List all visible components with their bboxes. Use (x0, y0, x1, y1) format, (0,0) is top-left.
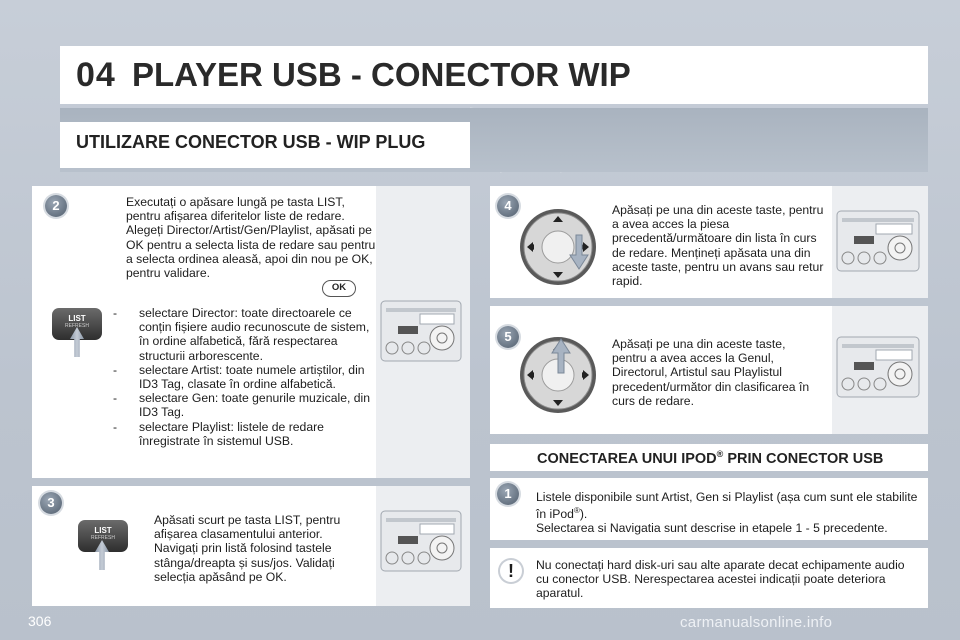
step-2-text: Executați o apăsare lungă pe tasta LIST,… (126, 195, 376, 281)
ipod-text: Listele disponibile sunt Artist, Gen si … (536, 490, 918, 536)
ipod-section-header (490, 444, 928, 471)
radio-unit-icon (380, 510, 462, 572)
watermark: carmanualsonline.info (680, 614, 833, 631)
navigation-pad-icon (520, 337, 596, 413)
page-number: 306 (28, 613, 52, 629)
list-item: -selectare Playlist: listele de redare î… (113, 419, 324, 448)
warning-text: Nu conectați hard disk-uri sau alte apar… (536, 558, 905, 601)
page-title: PLAYER USB - CONECTOR WIP (132, 56, 631, 93)
subtitle-highlight (60, 122, 470, 168)
step-5-text: Apăsați pe una din aceste taste, pentru … (612, 337, 810, 408)
panel-warning (490, 548, 928, 608)
step-number-1: 1 (497, 483, 519, 505)
radio-unit-icon (836, 210, 920, 272)
section-subtitle: UTILIZARE CONECTOR USB - WIP PLUG (76, 132, 426, 152)
warning-icon: ! (500, 560, 522, 582)
step-number-3: 3 (40, 492, 62, 514)
header-band (60, 46, 928, 104)
list-item: -selectare Director: toate directoarele … (113, 306, 370, 363)
radio-unit-icon (380, 300, 462, 362)
ipod-section-title: CONECTAREA UNUI IPOD® PRIN CONECTOR USB (537, 449, 884, 467)
panel-ipod (490, 478, 928, 540)
step-number-5: 5 (497, 326, 519, 348)
list-item: -selectare Gen: toate genurile muzicale,… (113, 391, 371, 420)
ok-button-icon: OK (322, 280, 356, 297)
step-4-text: Apăsați pe una din aceste taste, pentru … (612, 203, 824, 289)
step-number-2: 2 (45, 195, 67, 217)
navigation-pad-icon (520, 209, 596, 285)
step-2-bullets: -selectare Director: toate directoarele … (113, 306, 378, 448)
list-item: -selectare Artist: toate numele artiștil… (113, 362, 365, 392)
chapter-number: 04 (76, 56, 116, 94)
step-number-4: 4 (497, 195, 519, 217)
radio-unit-icon (836, 336, 920, 398)
step-3-text: Apăsati scurt pe tasta LIST, pentru afiș… (154, 513, 341, 584)
